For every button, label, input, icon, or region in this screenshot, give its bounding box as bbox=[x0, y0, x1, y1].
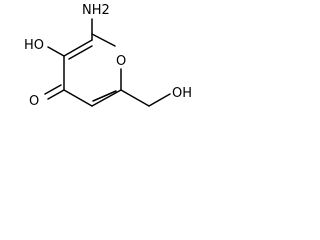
chemical-structure: NH2 HO O O OH bbox=[24, 3, 192, 109]
bond-c4-o-b bbox=[44, 84, 62, 95]
bond-c5-c4 bbox=[63, 89, 93, 107]
ring-oxygen-label: O bbox=[116, 54, 126, 69]
hydroxymethyl-label: OH bbox=[172, 86, 192, 101]
bond-c6-c5-inner bbox=[92, 90, 117, 102]
pyranone-ring bbox=[63, 33, 122, 107]
bond-c4-o-a bbox=[47, 89, 65, 100]
bond-ch2-oh bbox=[148, 93, 171, 107]
bond-c3-o bbox=[47, 46, 65, 57]
bond-c2-o1 bbox=[91, 33, 116, 47]
hydroxy-label: HO bbox=[24, 38, 44, 53]
bond-c3-c2-inner bbox=[68, 45, 93, 60]
carbonyl-oxygen-label: O bbox=[29, 94, 39, 109]
bond-c3-c2 bbox=[63, 39, 93, 57]
substituent-bonds bbox=[44, 18, 171, 107]
bond-c6-c5 bbox=[91, 89, 122, 107]
amino-label: NH2 bbox=[82, 3, 110, 18]
bond-c6-ch2 bbox=[120, 89, 150, 107]
ring-oxygen-bg bbox=[114, 52, 128, 68]
